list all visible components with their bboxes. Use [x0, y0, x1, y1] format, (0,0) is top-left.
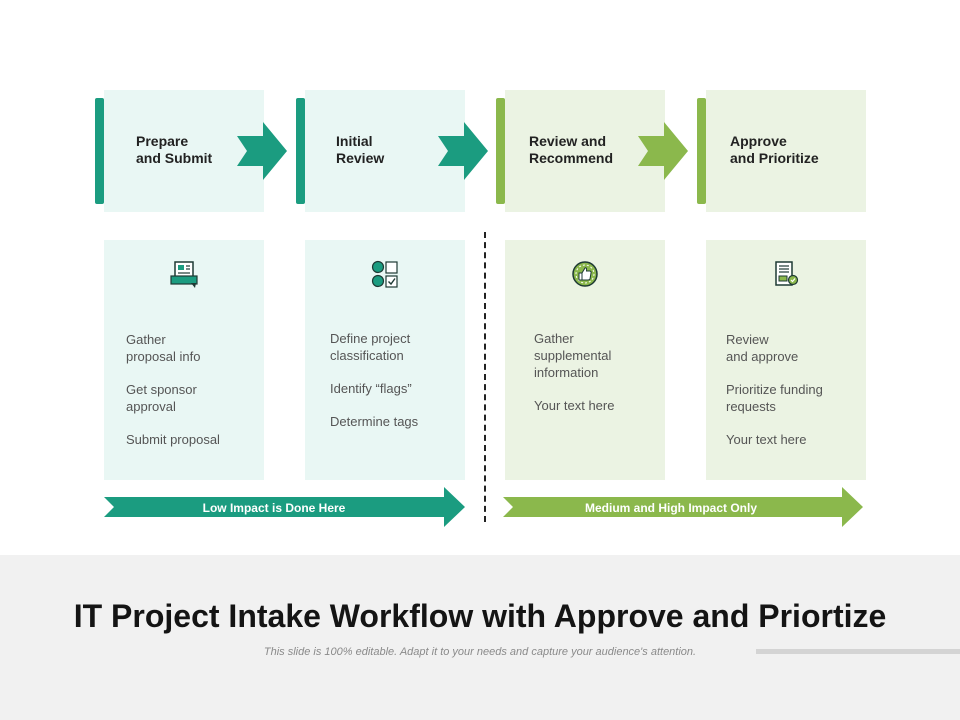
stage-1-task: Gather proposal info: [126, 332, 201, 364]
stage-2-accent-bar: [296, 98, 305, 204]
flow-arrow-1: [237, 122, 287, 180]
stage-2-task: Identify “flags”: [330, 381, 412, 396]
stage-2-header: [305, 90, 465, 212]
stage-3-task: Gather supplemental information: [534, 331, 612, 380]
classification-grid-icon: [371, 260, 398, 288]
high-impact-label: Medium and High Impact Only: [584, 501, 757, 515]
stage-1-task: Submit proposal: [126, 432, 220, 447]
stage-2-task-list: Define project classification Identify “…: [330, 330, 418, 446]
footer-accent-line: [756, 649, 960, 654]
stage-4-task: Your text here: [726, 432, 807, 447]
stage-4-task: Review and approve: [726, 332, 799, 364]
approval-document-icon: [775, 261, 799, 286]
stage-4-header: [706, 90, 866, 212]
stage-3-task-list: Gather supplemental information Your tex…: [534, 330, 614, 430]
stage-2-task: Determine tags: [330, 414, 419, 429]
stage-1-title: Prepare and Submit: [136, 133, 213, 166]
stage-4-task-list: Review and approve Prioritize funding re…: [726, 331, 823, 464]
stage-4-title: Approve and Prioritize: [730, 133, 819, 166]
stage-3-header: [505, 90, 665, 212]
footer-panel: [0, 555, 960, 720]
impact-divider: [484, 232, 486, 522]
page-title: IT Project Intake Workflow with Approve …: [73, 598, 887, 634]
flow-arrow-3: [638, 122, 688, 180]
stage-1-task-list: Gather proposal info Get sponsor approva…: [126, 331, 220, 464]
stage-3-title: Review and Recommend: [529, 133, 614, 166]
stage-4-accent-bar: [697, 98, 706, 204]
stage-2-card: [305, 240, 465, 480]
low-impact-label: Low Impact is Done Here: [202, 501, 346, 515]
stage-2-task: Define project classification: [330, 331, 411, 363]
stage-1-header: [104, 90, 264, 212]
stage-3-task: Your text here: [534, 398, 615, 413]
stage-3-accent-bar: [496, 98, 505, 204]
stage-4-task: Prioritize funding requests: [726, 382, 823, 414]
thumbs-up-icon: [572, 261, 598, 287]
flow-arrow-2: [438, 122, 488, 180]
stage-1-accent-bar: [95, 98, 104, 204]
stage-2-title: Initial Review: [336, 133, 385, 166]
page-subtitle: This slide is 100% editable. Adapt it to…: [263, 646, 697, 658]
stage-1-task: Get sponsor approval: [126, 382, 197, 414]
low-impact-band: [104, 487, 465, 527]
high-impact-band: [503, 487, 863, 527]
submit-form-icon: [170, 261, 198, 288]
